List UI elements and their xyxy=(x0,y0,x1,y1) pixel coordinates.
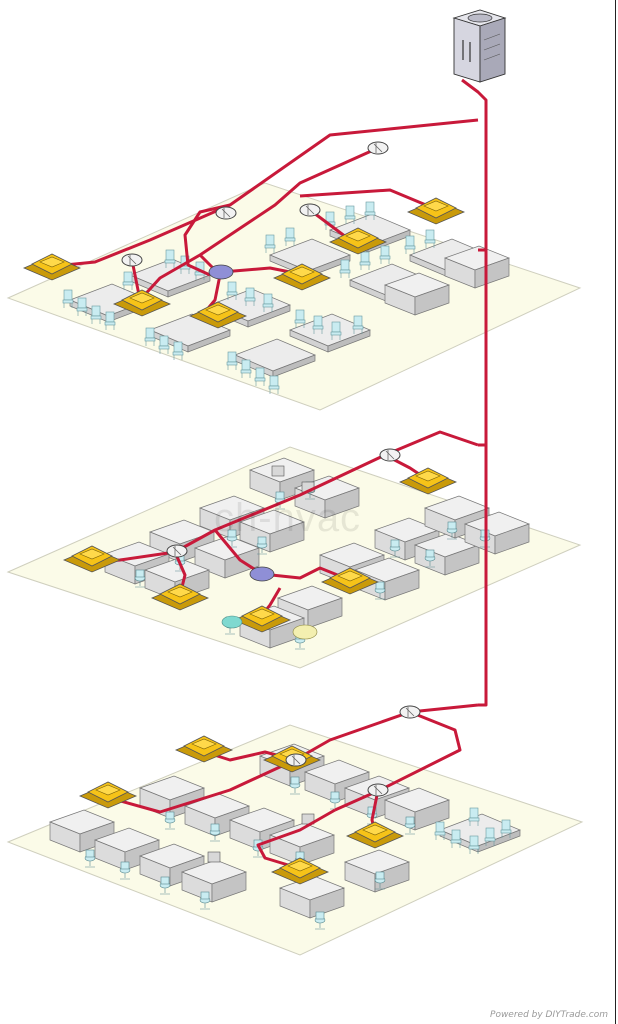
source-credit: Powered by DIYTrade.com xyxy=(490,1010,608,1020)
control-box xyxy=(249,566,275,582)
refnet-joint-icon xyxy=(367,141,389,155)
refnet-joint-icon xyxy=(367,783,389,797)
refnet-joint-icon xyxy=(215,206,237,220)
refnet-joint-icon xyxy=(379,448,401,462)
furniture-bottom xyxy=(49,743,521,930)
refnet-joint-icon xyxy=(299,203,321,217)
middle-floor xyxy=(6,430,582,669)
refnet-joint-icon xyxy=(166,544,188,558)
outdoor-unit-icon xyxy=(452,9,507,83)
refnet-joint-icon xyxy=(285,753,307,767)
refnet-joint-icon xyxy=(121,253,143,267)
top-floor xyxy=(6,118,582,411)
page-border xyxy=(615,0,616,1024)
main-riser xyxy=(461,78,488,707)
refnet-joint-icon xyxy=(399,705,421,719)
watermark-text: ch-hvac xyxy=(214,496,362,540)
control-box xyxy=(208,264,234,280)
piping-top xyxy=(54,118,479,313)
bottom-floor xyxy=(6,703,584,956)
floor-slab-middle xyxy=(6,446,582,669)
lounge-chairs xyxy=(221,615,318,640)
